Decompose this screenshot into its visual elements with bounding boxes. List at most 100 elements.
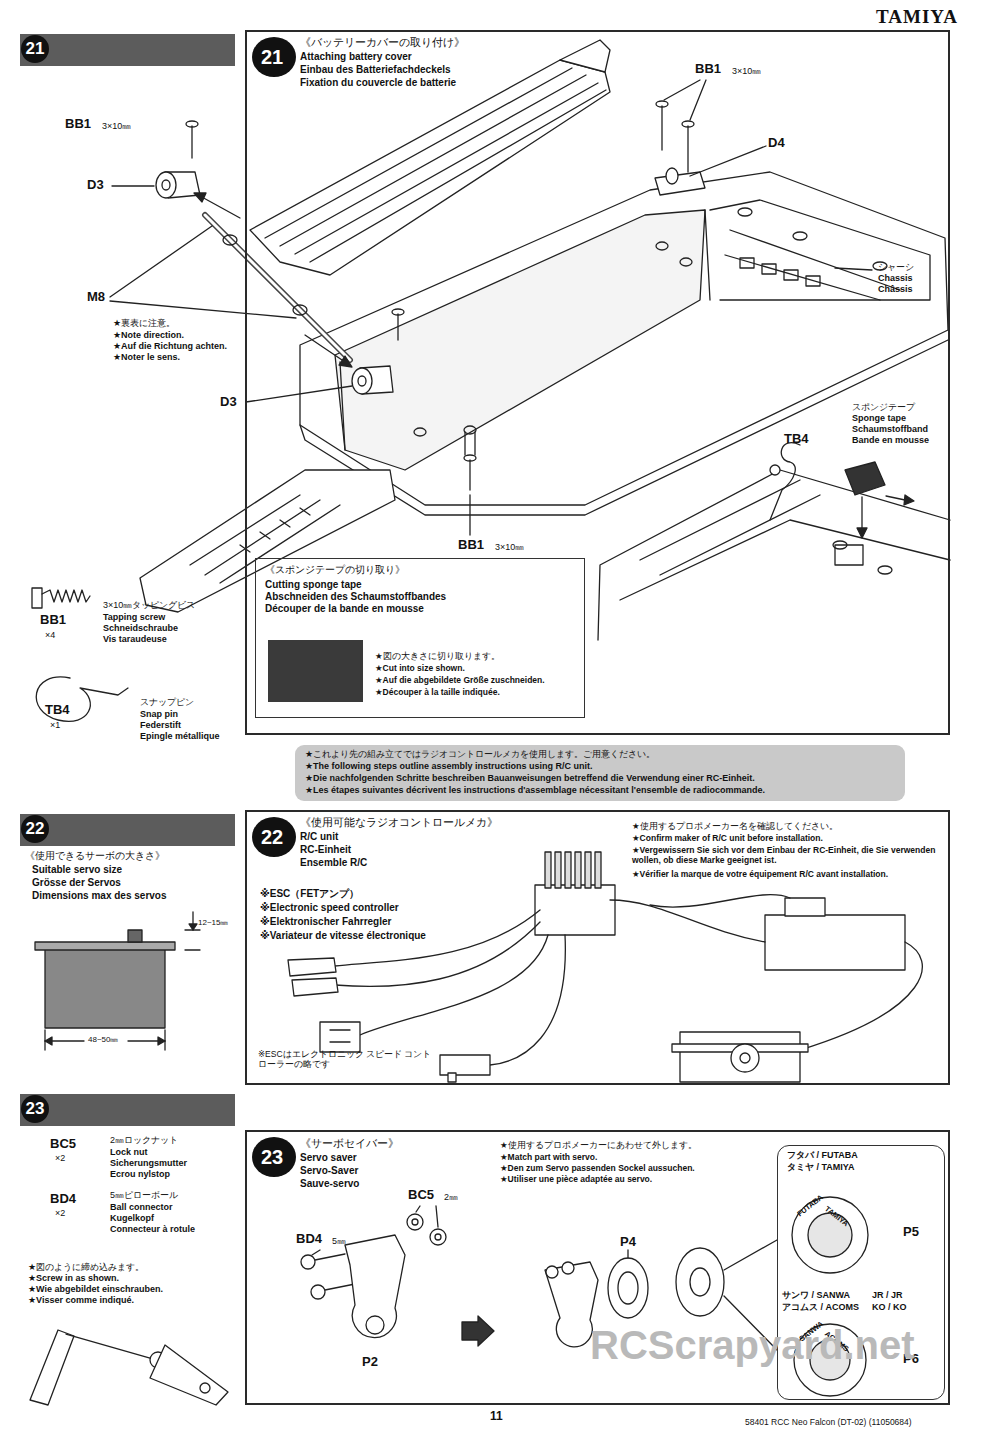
node-text: Fixation du couvercle de batterie	[300, 77, 456, 89]
part-name: Federstift	[140, 720, 181, 730]
shaft-drawing	[200, 196, 240, 218]
node-text: Cutting sponge tape	[265, 579, 362, 591]
servo-saver-drawing	[315, 1254, 345, 1260]
node-text: P5	[903, 1225, 919, 1240]
tool-drawing	[66, 1334, 150, 1358]
shaft-drawing	[162, 180, 170, 190]
chassis-drawing	[464, 426, 476, 434]
rc-unit-drawing	[650, 895, 790, 907]
shaft-drawing	[156, 172, 393, 394]
rc-unit-drawing	[535, 885, 615, 935]
sponge-detail-drawing	[886, 496, 905, 500]
part-code: P2	[362, 1355, 378, 1370]
sponge-detail-drawing	[835, 545, 863, 565]
chassis-drawing	[205, 500, 320, 575]
part-code: M8	[87, 290, 105, 305]
part-name: ※ESC（FETアンプ）	[260, 888, 359, 900]
node-text: ★The following steps outline assembly in…	[305, 761, 593, 771]
note-text: ★裏表に注意。	[113, 318, 175, 328]
leader-line	[469, 495, 470, 535]
rc-unit-drawing	[740, 1053, 750, 1063]
rc-unit-drawing	[320, 1022, 360, 1052]
part-code: BD4	[296, 1232, 322, 1247]
rc-unit-drawing	[680, 1032, 800, 1082]
node-text: 23	[252, 1146, 292, 1169]
servo-size-drawing	[45, 948, 165, 1028]
sponge-detail-drawing	[598, 470, 950, 640]
step-number-circle: 23	[252, 1137, 296, 1177]
rc-unit-drawing	[288, 958, 336, 976]
node-text: RC-Einheit	[300, 844, 351, 856]
part-code: BB1	[65, 117, 91, 132]
node-text: フタバ / FUTABA	[787, 1150, 858, 1160]
note-text: ★Noter le sens.	[113, 352, 180, 362]
step-band: 21	[20, 34, 235, 66]
shaft-drawing	[223, 235, 237, 245]
screw-drawing	[191, 126, 192, 158]
part-name: Snap pin	[140, 709, 178, 719]
node-text: Servo saver	[300, 1152, 357, 1164]
rc-unit-drawing	[765, 915, 905, 970]
note-text: ★使用するプロポメーカーにあわせて外します。	[500, 1141, 697, 1151]
note-text: ★Screw in as shown.	[28, 1273, 119, 1283]
part-name: Ecrou nylstop	[110, 1169, 170, 1179]
brand-logo: TAMIYA	[876, 6, 958, 28]
step-number-circle: 21	[252, 37, 296, 77]
quantity: ×1	[50, 720, 60, 730]
node-text: Sauve-servo	[300, 1178, 359, 1190]
node-text: Abschneiden des Schaumstoffbandes	[265, 591, 446, 603]
node-text: Einbau des Batteriefachdeckels	[300, 64, 451, 76]
note-text: ★Confirm maker of R/C unit before instal…	[632, 834, 823, 844]
sponge-detail-drawing	[861, 497, 862, 530]
servo-size-drawing	[128, 930, 142, 942]
part-code: BC5	[50, 1137, 76, 1152]
part-name: Sicherungsmutter	[110, 1158, 187, 1168]
step-band: 23	[20, 1094, 235, 1126]
chassis-drawing	[300, 508, 310, 515]
servo-saver-drawing	[546, 1266, 558, 1278]
battery-cover-drawing	[250, 60, 610, 275]
part-code: D3	[87, 178, 104, 193]
part-name: Epingle métallique	[140, 731, 220, 741]
rc-unit-drawing	[360, 935, 548, 1035]
node-text: サンワ / SANWA	[782, 1290, 850, 1300]
rc-unit-drawing	[330, 1029, 350, 1030]
node-text: 21	[21, 35, 49, 63]
notice-band: ★これより先の組み立てではラジオコントロールメカを使用します。ご用意ください。 ★…	[295, 745, 905, 801]
node-text: ★これより先の組み立てではラジオコントロールメカを使用します。ご用意ください。	[305, 749, 655, 759]
servo-saver-drawing	[345, 1235, 405, 1338]
screw-drawing	[186, 101, 705, 490]
sponge-detail-drawing	[598, 443, 950, 640]
note-text: ★Vergewissern Sie sich vor dem Einbau de…	[632, 846, 942, 866]
chassis-drawing	[474, 432, 475, 455]
chassis-drawing	[680, 258, 692, 266]
chassis-drawing	[793, 232, 807, 240]
part-name: Connecteur à rotule	[110, 1224, 195, 1234]
chassis-drawing	[725, 255, 880, 300]
rc-unit-drawing	[490, 935, 565, 1065]
sponge-detail-drawing	[660, 495, 820, 575]
rc-unit-drawing	[545, 852, 551, 888]
screw-drawing	[666, 168, 678, 184]
battery-cover-drawing	[265, 68, 572, 238]
screw-drawing	[655, 172, 705, 195]
part-code: BC5	[408, 1188, 434, 1203]
node-text: Ensemble R/C	[300, 857, 367, 869]
part-name: スナップピン	[140, 697, 194, 707]
servo-saver-drawing	[435, 1234, 441, 1240]
node-text: KO / KO	[872, 1302, 907, 1312]
servo-size-drawing	[45, 1037, 52, 1045]
note-text: ★Wie abgebildet einschrauben.	[28, 1284, 163, 1294]
node-text: Servo-Saver	[300, 1165, 358, 1177]
rc-unit-drawing	[800, 942, 922, 1050]
servo-saver-drawing	[325, 1284, 355, 1290]
node-text: ★図の大きさに切り取ります。	[375, 652, 500, 662]
shaft-drawing	[194, 193, 206, 202]
rc-unit-drawing	[585, 852, 591, 888]
chassis-drawing	[784, 270, 798, 280]
note-text: ★Utiliser une pièce adaptée au servo.	[500, 1175, 652, 1185]
part-code: D3	[220, 395, 237, 410]
part-name: スポンジテープ	[852, 402, 915, 412]
quantity: ×4	[45, 630, 55, 640]
dimension: 3×10㎜	[495, 542, 524, 552]
